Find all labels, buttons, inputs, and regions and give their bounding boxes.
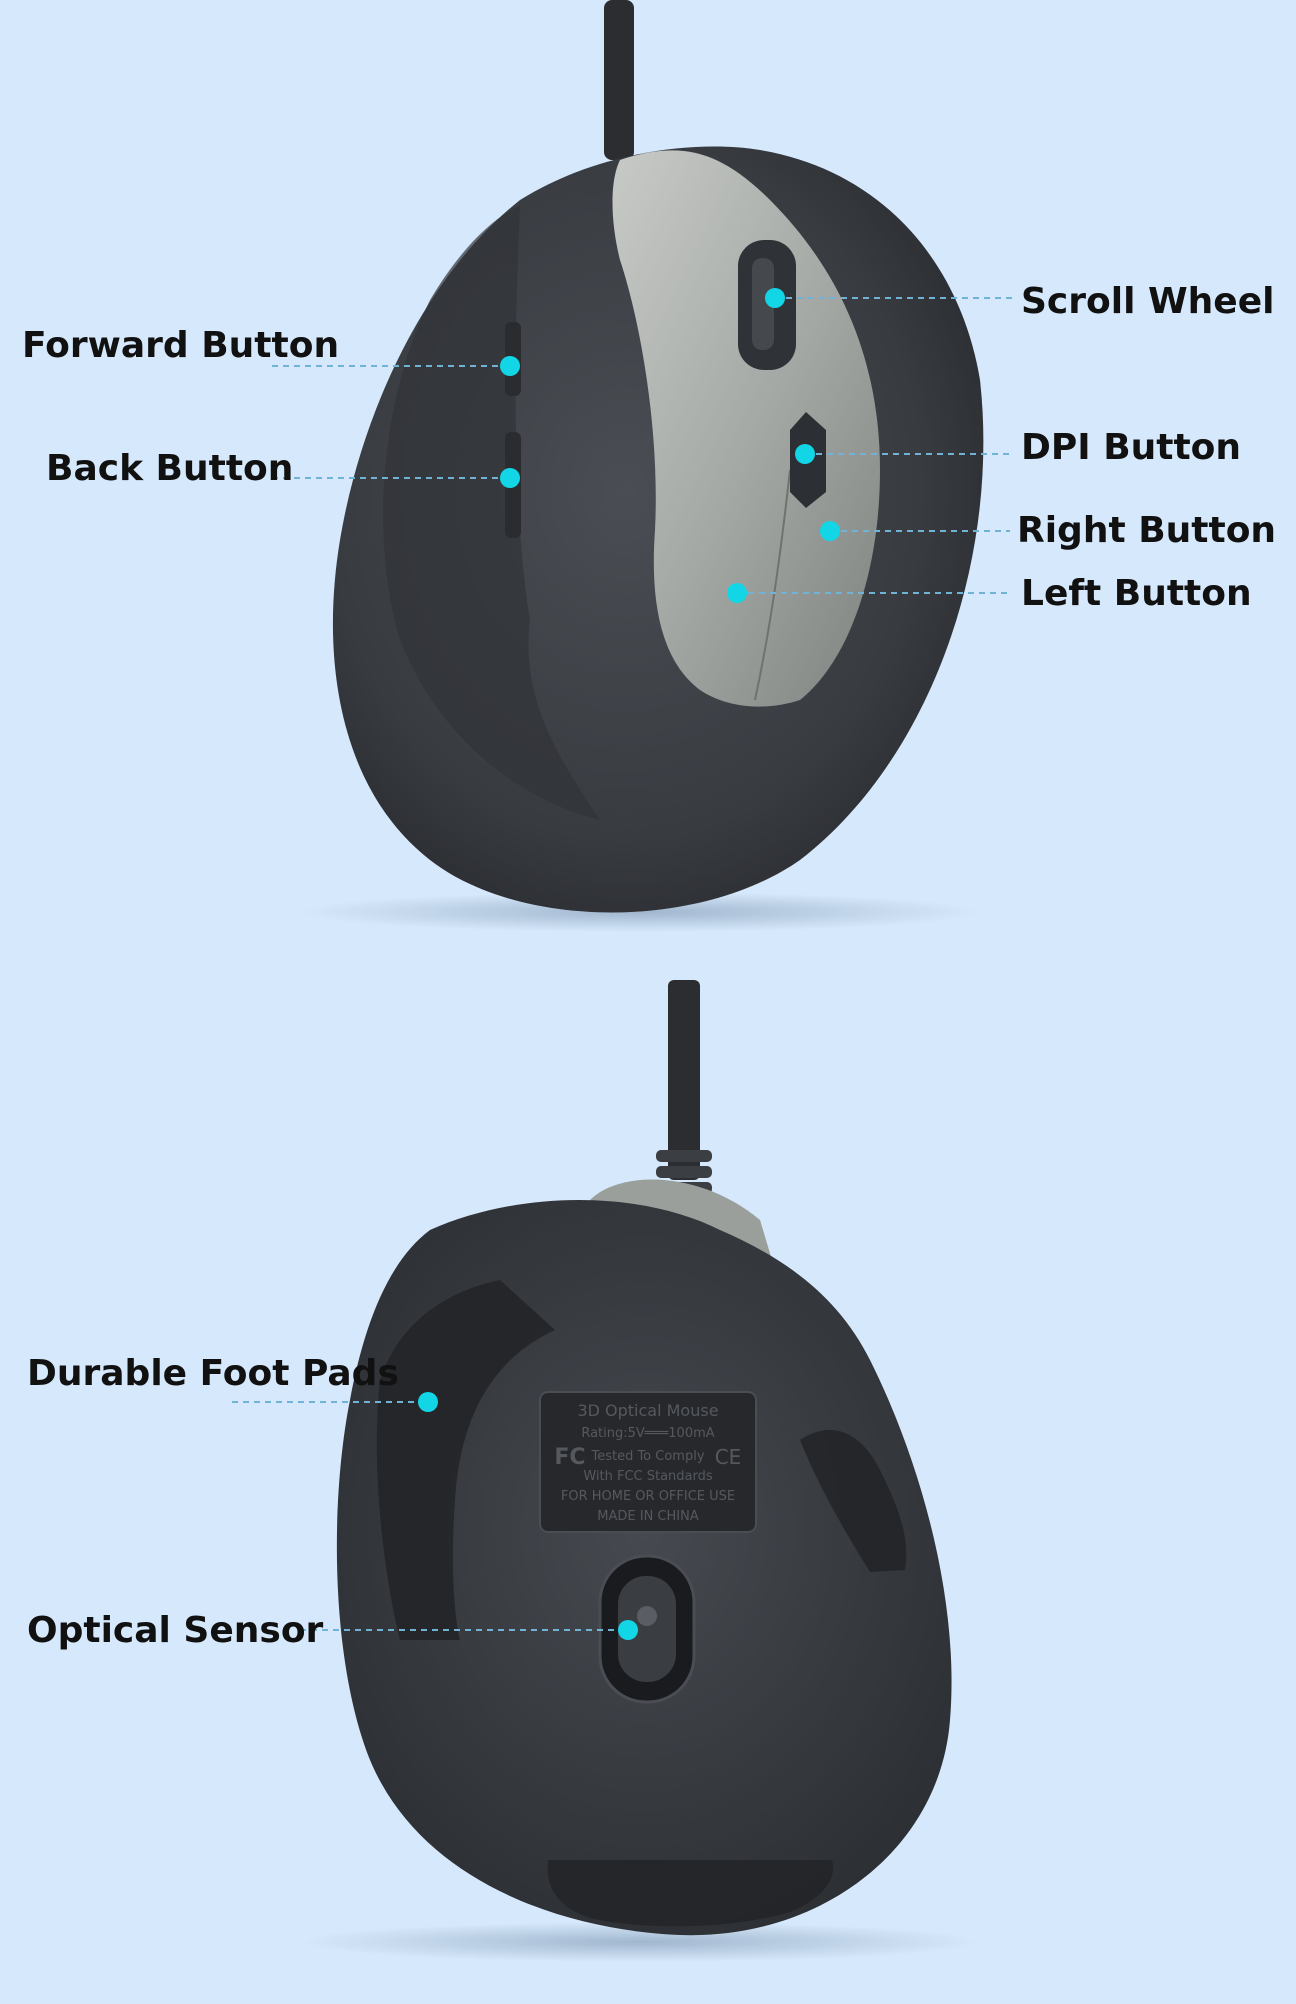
forward-button-dot (500, 356, 520, 376)
back-button-dot (500, 468, 520, 488)
fc-mark: FC (554, 1445, 585, 1470)
mouse-side-view (272, 0, 1012, 932)
label-scroll-wheel: Scroll Wheel (1021, 281, 1275, 322)
foot-pad-bottom (547, 1860, 834, 1927)
callout-lines-top (272, 297, 1012, 594)
plate-line-4: With FCC Standards (583, 1469, 713, 1484)
rating-plate (539, 1391, 757, 1533)
shadow-top (300, 892, 980, 932)
button-shell (612, 150, 880, 707)
cable-bottom (668, 980, 700, 1180)
plate-line-1: 3D Optical Mouse (577, 1401, 718, 1420)
foot-pad-left (376, 1280, 555, 1640)
label-optical-sensor: Optical Sensor (27, 1610, 324, 1651)
plate-line-2: Rating:5V═══100mA (581, 1426, 714, 1441)
foot-pad-right (800, 1430, 907, 1572)
sensor-lens (637, 1606, 657, 1626)
label-dpi-button: DPI Button (1021, 427, 1242, 468)
plate-line-6: MADE IN CHINA (597, 1509, 699, 1524)
thumb-recess (383, 205, 600, 820)
label-durable-foot-pads: Durable Foot Pads (27, 1353, 399, 1394)
plate-line-3: Tested To Comply (590, 1449, 704, 1464)
foot-pads-dot (418, 1392, 438, 1412)
callout-dots-top (500, 288, 840, 603)
callout-dots-bottom (418, 1392, 638, 1640)
cable-top (604, 0, 634, 160)
sensor-window (618, 1576, 676, 1682)
scroll-wheel-dot (765, 288, 785, 308)
dpi-button-dot (795, 444, 815, 464)
label-right-button: Right Button (1017, 510, 1277, 551)
ce-mark: CE (715, 1445, 742, 1469)
left-button-dot (727, 583, 747, 603)
mouse-bottom-view: 3D Optical Mouse Rating:5V═══100mA FC Te… (232, 980, 980, 1962)
label-back-button: Back Button (46, 448, 294, 489)
plate-line-5: FOR HOME OR OFFICE USE (561, 1489, 735, 1504)
label-forward-button: Forward Button (22, 325, 340, 366)
label-left-button: Left Button (1021, 573, 1252, 614)
optical-sensor-dot (618, 1620, 638, 1640)
right-button-dot (820, 521, 840, 541)
rating-plate-text: 3D Optical Mouse Rating:5V═══100mA FC Te… (554, 1401, 741, 1524)
shadow-bottom (300, 1922, 980, 1962)
